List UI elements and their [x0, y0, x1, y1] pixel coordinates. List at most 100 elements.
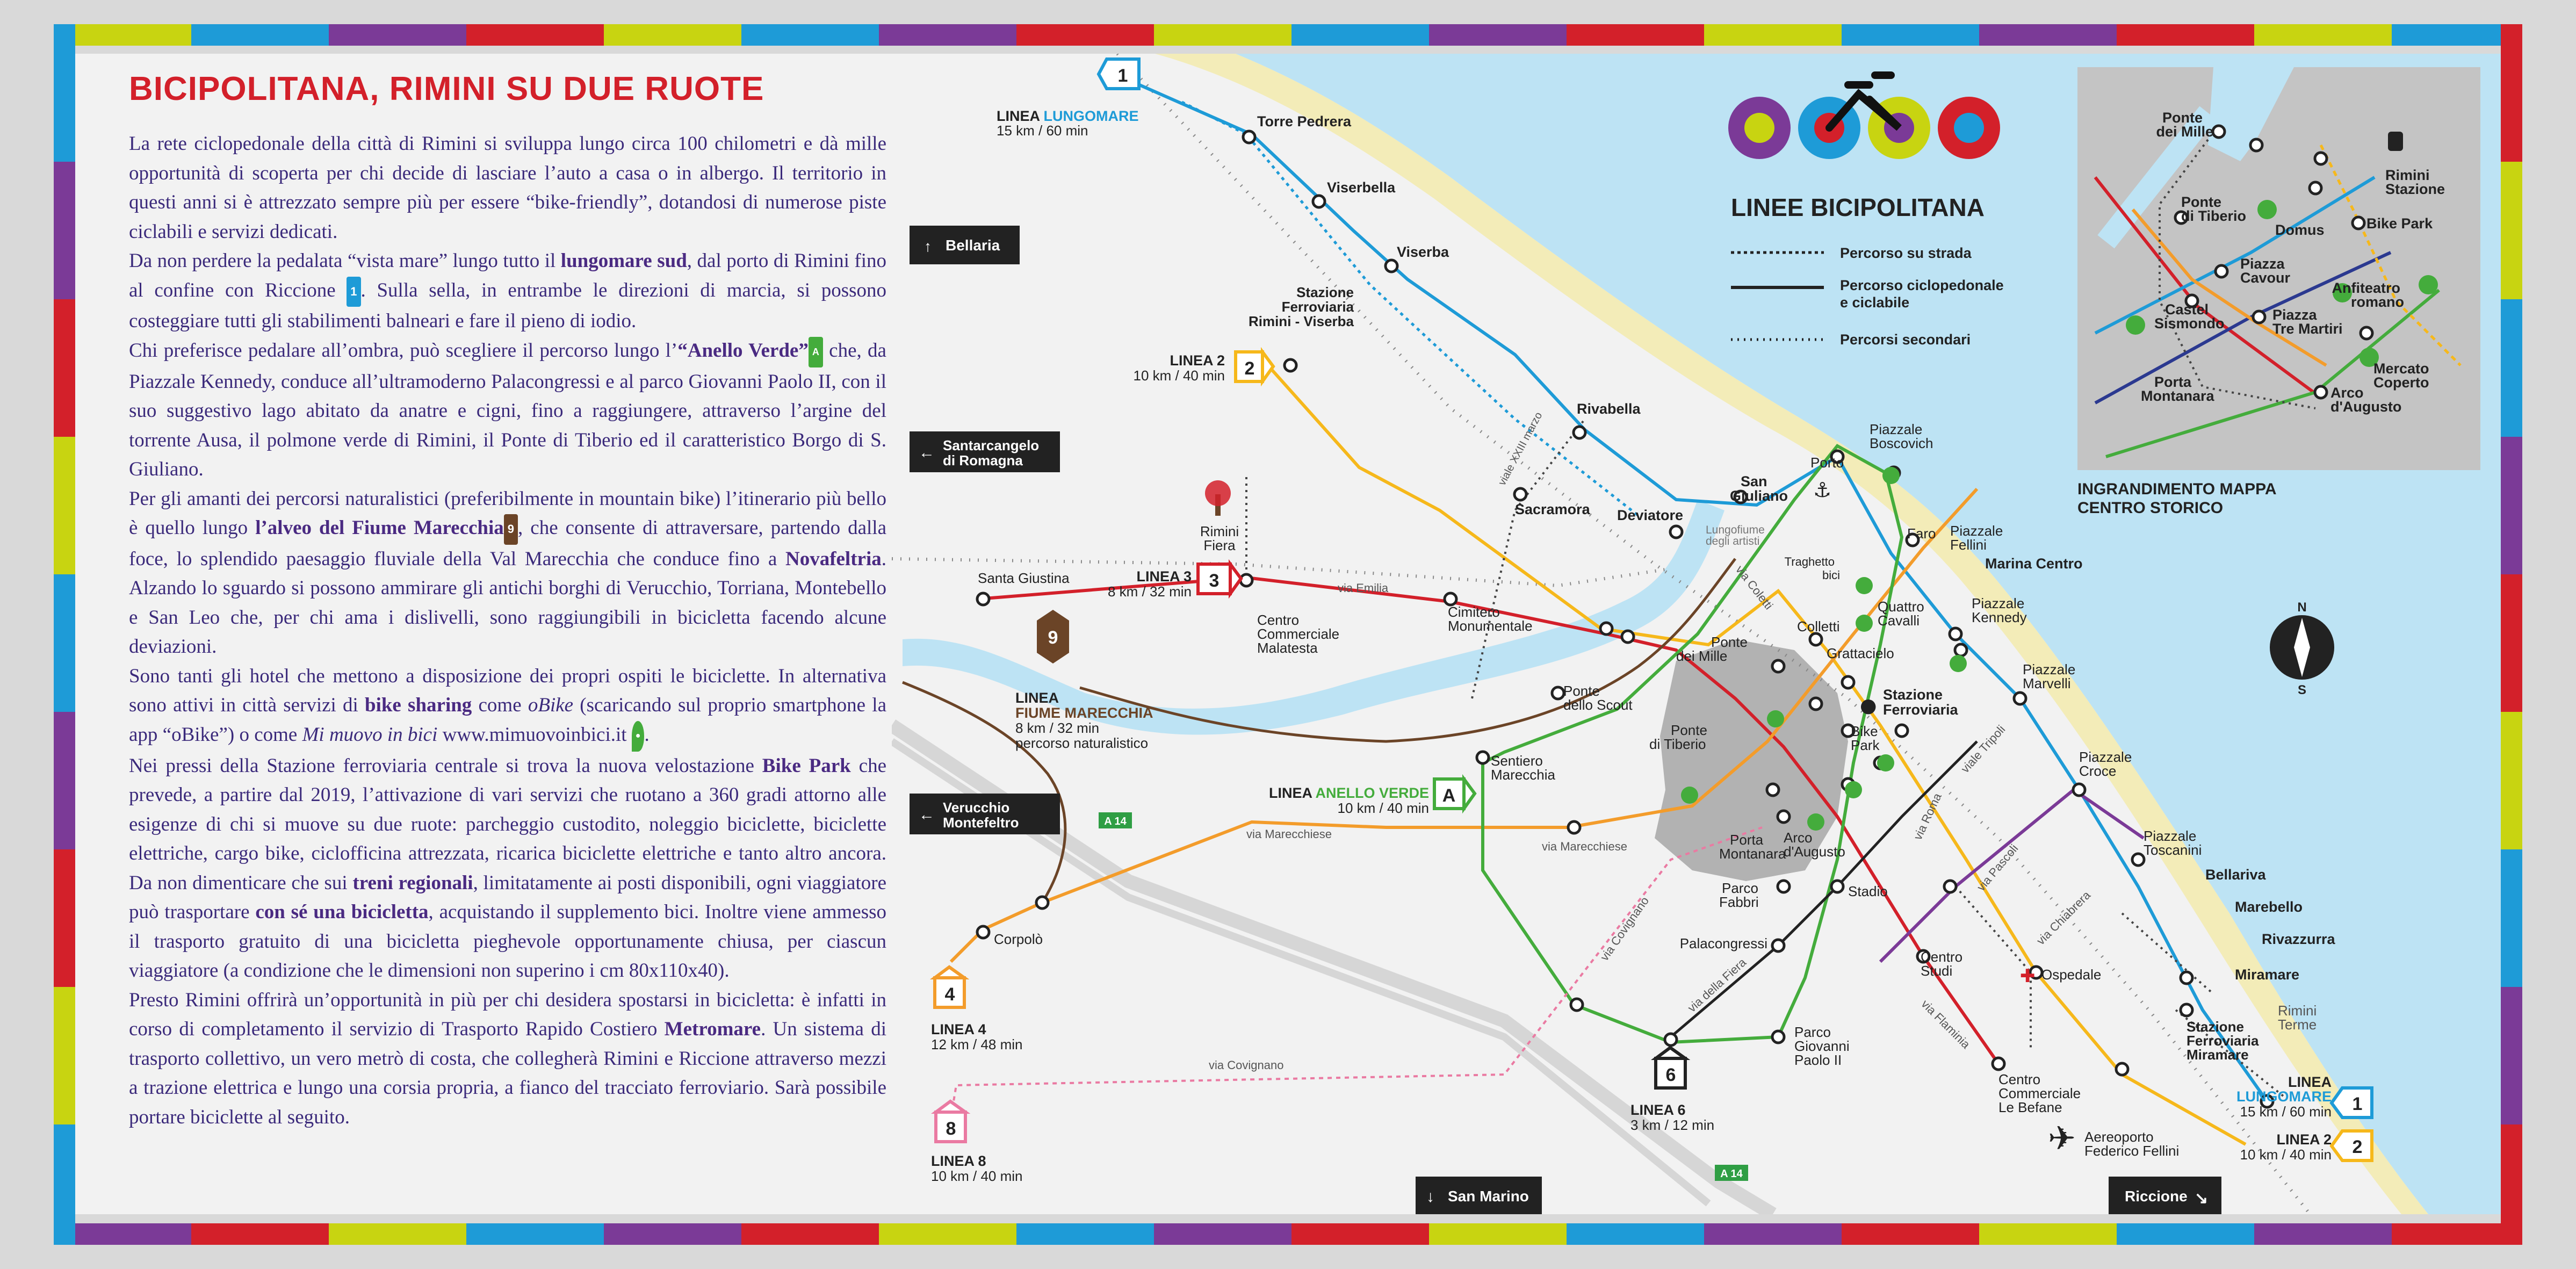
linea-3-info: 8 km / 32 min — [1108, 583, 1192, 600]
svg-text:Piazza: Piazza — [2272, 307, 2318, 323]
paragraph-anello-verde: Chi preferisce pedalare all’ombra, può s… — [129, 336, 886, 485]
border-stripe — [2501, 987, 2522, 1124]
border-stripe — [191, 24, 329, 46]
linea-2-label: LINEA 2 — [1170, 352, 1225, 369]
svg-text:Mercato: Mercato — [2373, 360, 2429, 377]
border-stripe — [1979, 1223, 2117, 1245]
svg-text:Sacramora: Sacramora — [1515, 501, 1591, 517]
linea-2-route — [1266, 364, 2247, 1146]
svg-text:Deviatore: Deviatore — [1617, 507, 1683, 523]
svg-text:Malatesta: Malatesta — [1257, 640, 1318, 656]
svg-text:Viserbella: Viserbella — [1327, 179, 1396, 196]
mimuovoinbici-link[interactable]: www.mimuovoinbici.it — [437, 723, 632, 746]
border-stripe — [1154, 24, 1291, 46]
svg-text:via Covignano: via Covignano — [1209, 1058, 1283, 1072]
text: , dal porto di Rimini fino al confine co… — [129, 250, 886, 301]
train-icon: ● — [1860, 695, 1877, 717]
highlight-lungomare-sud: lungomare sud — [560, 250, 687, 272]
svg-text:Bike Park: Bike Park — [2366, 215, 2433, 232]
border-stripe — [54, 162, 75, 299]
linea-1-end-label: LINEA — [2288, 1074, 2332, 1090]
svg-text:2: 2 — [2353, 1137, 2363, 1157]
highlight-novafeltria: Novafeltria — [785, 547, 882, 570]
linea-9-marecchia-route — [902, 558, 1737, 904]
linea-9-label: LINEA — [1015, 690, 1059, 706]
svg-text:Piazzale: Piazzale — [1950, 523, 2003, 539]
border-stripe — [54, 712, 75, 849]
svg-text:Colletti: Colletti — [1797, 618, 1839, 634]
svg-text:via Marecchiese: via Marecchiese — [1542, 840, 1627, 853]
linea-6-label: LINEA 6 — [1630, 1102, 1686, 1118]
svg-text:Terme: Terme — [2278, 1016, 2317, 1033]
border-stripe — [1016, 1223, 1154, 1245]
border-stripe — [2117, 24, 2254, 46]
svg-text:Porto: Porto — [1810, 455, 1844, 471]
svg-text:via Emilia: via Emilia — [1338, 581, 1389, 595]
linea-2-badge: 2 — [1234, 347, 1275, 387]
border-stripe — [54, 1124, 75, 1245]
inset-caption-2: CENTRO STORICO — [2077, 499, 2223, 517]
bike-sharing-pin-icon: ● — [631, 721, 645, 752]
linea-1-lungomare-route — [1116, 74, 2269, 1102]
svg-text:Bellariva: Bellariva — [2205, 867, 2267, 883]
svg-text:Kennedy: Kennedy — [1972, 609, 2027, 625]
svg-text:Marvelli: Marvelli — [2023, 675, 2071, 691]
a14-sign: A 14 — [1099, 812, 1132, 828]
highlight-bike-sharing: bike sharing — [365, 694, 472, 717]
linea-6-badge: 6 — [1650, 1046, 1691, 1090]
svg-text:Le Befane: Le Befane — [1998, 1099, 2062, 1115]
svg-text:San: San — [1741, 473, 1767, 489]
direction-bellaria[interactable]: ↑Bellaria — [910, 226, 1020, 264]
svg-text:S: S — [2298, 683, 2306, 697]
legend-cycle: Percorso ciclopedonale — [1840, 277, 2004, 293]
linea-9-badge: 9 — [1037, 610, 1069, 664]
svg-text:↘: ↘ — [2195, 1189, 2208, 1207]
border-stripe — [1842, 24, 1979, 46]
border-stripe — [1291, 1223, 1429, 1245]
text: come — [472, 694, 528, 717]
direction-riccione[interactable]: Riccione↘ — [2109, 1177, 2221, 1214]
svg-text:d'Augusto: d'Augusto — [1784, 843, 1845, 860]
text: . Alzando lo sguardo si possono ammirare… — [129, 547, 886, 658]
text: La rete ciclopedonale della città di Rim… — [129, 133, 886, 243]
svg-text:Porta: Porta — [2154, 374, 2192, 390]
svg-text:Marecchia: Marecchia — [1491, 767, 1555, 783]
bike-sharing-pins — [1681, 467, 1967, 831]
svg-text:via Covignano: via Covignano — [1598, 894, 1651, 963]
border-stripe — [54, 574, 75, 712]
border-stripe — [1429, 24, 1567, 46]
svg-text:Stazione: Stazione — [2187, 1019, 2244, 1035]
svg-text:Miramare: Miramare — [2235, 967, 2299, 983]
inset-map: Ponte dei Mille Rimini Stazione Ponte di… — [2077, 67, 2480, 470]
svg-text:A 14: A 14 — [1720, 1168, 1743, 1180]
svg-text:Fellini: Fellini — [1950, 537, 1987, 553]
svg-text:Boscovich: Boscovich — [1870, 435, 1933, 451]
direction-san-marino[interactable]: ↓San Marino — [1416, 1177, 1542, 1214]
highlight-con-se-una-bicicletta: con sé una bicicletta — [255, 901, 429, 924]
svg-text:Centro: Centro — [1921, 949, 1962, 965]
svg-text:dello Scout: dello Scout — [1563, 697, 1633, 713]
linea-2-end-info: 10 km / 40 min — [2240, 1147, 2332, 1163]
svg-text:←: ← — [919, 444, 935, 462]
border-stripe — [54, 24, 191, 46]
border-stripe — [2501, 24, 2522, 162]
svg-text:Bike: Bike — [1851, 723, 1878, 739]
linea-1-badge: 1 — [1096, 57, 1141, 90]
svg-text:Montefeltro: Montefeltro — [943, 814, 1019, 831]
linea-a-info: 10 km / 40 min — [1337, 800, 1429, 816]
svg-text:Piazzale: Piazzale — [1972, 595, 2024, 611]
border-stripe — [1704, 1223, 1842, 1245]
svg-text:Rimini: Rimini — [2278, 1003, 2317, 1019]
border-stripe — [1016, 24, 1154, 46]
text: , limitatamente ai posti disponibili, og… — [129, 871, 887, 924]
paragraph-lungomare: Da non perdere la pedalata “vista mare” … — [129, 247, 886, 336]
linea-9-note: percorso naturalistico — [1015, 735, 1148, 751]
svg-text:Monumentale: Monumentale — [1448, 618, 1533, 634]
svg-text:Sismondo: Sismondo — [2154, 315, 2225, 331]
svg-text:Commerciale: Commerciale — [1257, 626, 1339, 642]
svg-text:Ferroviaria: Ferroviaria — [1883, 702, 1959, 718]
compass-icon: NS — [2270, 600, 2334, 697]
text: , che consente di attraversare, partendo… — [129, 517, 886, 570]
